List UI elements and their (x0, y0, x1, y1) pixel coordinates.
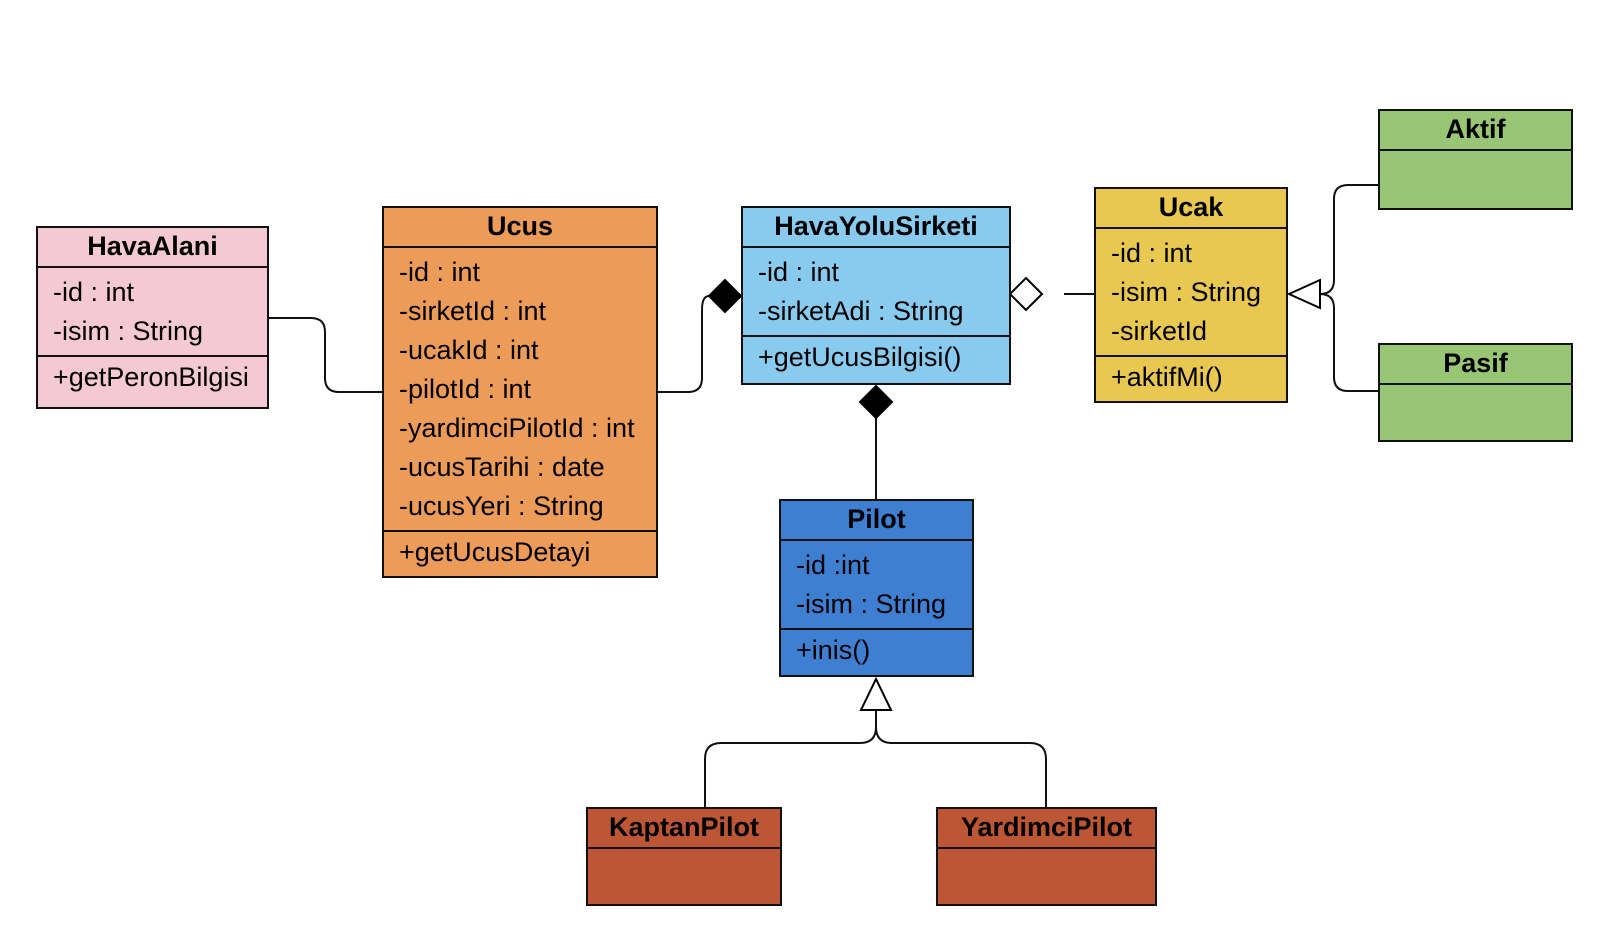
attributes-section: -id :int -isim : String (781, 541, 972, 630)
attribute: -yardimciPilotId : int (399, 413, 635, 443)
ucus-havayolusirketi-composition-diamond (707, 278, 743, 314)
attribute: -ucusTarihi : date (399, 452, 605, 482)
ucus-havayolusirketi-line (656, 295, 710, 393)
attribute: -id : int (758, 257, 840, 287)
method: +inis() (796, 635, 871, 665)
method: +getPeronBilgisi (53, 362, 249, 392)
methods-section: +inis() (781, 630, 972, 670)
class-name: HavaAlani (38, 228, 267, 268)
aktif-ucak-generalization-line (1319, 184, 1380, 295)
class-aktif[interactable]: Aktif (1378, 109, 1573, 210)
attribute: -id : int (53, 277, 135, 307)
attributes-section: -id : int -isim : String -sirketId (1096, 229, 1286, 357)
attribute: -sirketAdi : String (758, 296, 964, 326)
attribute: -isim : String (796, 589, 947, 619)
class-name: Pasif (1380, 345, 1571, 385)
attribute: -id : int (1111, 238, 1193, 268)
yardimcipilot-pilot-generalization-line (875, 710, 1047, 808)
method: +getUcusDetayi (399, 537, 591, 567)
kaptanpilot-pilot-generalization-line (704, 710, 877, 808)
class-name: KaptanPilot (588, 809, 780, 849)
attribute: -sirketId : int (399, 296, 547, 326)
class-name: HavaYoluSirketi (743, 208, 1009, 248)
methods-section: +getUcusDetayi (384, 532, 656, 572)
attribute: -id : int (399, 257, 481, 287)
class-havaalani[interactable]: HavaAlani -id : int -isim : String +getP… (36, 226, 269, 409)
methods-section: +aktifMi() (1096, 357, 1286, 397)
havaalani-ucus-association (268, 317, 384, 393)
attributes-section: -id : int -isim : String (38, 268, 267, 357)
attribute: -ucakId : int (399, 335, 539, 365)
class-havayolusirketi[interactable]: HavaYoluSirketi -id : int -sirketAdi : S… (741, 206, 1011, 385)
pilot-generalization-triangle (859, 676, 893, 711)
class-ucus[interactable]: Ucus -id : int -sirketId : int -ucakId :… (382, 206, 658, 578)
class-name: Aktif (1380, 111, 1571, 151)
class-name: YardimciPilot (938, 809, 1155, 849)
methods-section: +getPeronBilgisi (38, 357, 267, 397)
method: +getUcusBilgisi() (758, 342, 962, 372)
attribute: -isim : String (1111, 277, 1262, 307)
pasif-ucak-generalization-line (1319, 293, 1380, 392)
attribute: -isim : String (53, 316, 204, 346)
methods-section: +getUcusBilgisi() (743, 337, 1009, 377)
method: +aktifMi() (1111, 362, 1223, 392)
attribute: -ucusYeri : String (399, 491, 604, 521)
class-pasif[interactable]: Pasif (1378, 343, 1573, 442)
class-name: Pilot (781, 501, 972, 541)
class-pilot[interactable]: Pilot -id :int -isim : String +inis() (779, 499, 974, 677)
ucak-generalization-triangle (1286, 278, 1321, 310)
class-ucak[interactable]: Ucak -id : int -isim : String -sirketId … (1094, 187, 1288, 403)
attribute: -id :int (796, 550, 870, 580)
pilot-havayolusirketi-composition-diamond (858, 384, 894, 420)
attributes-section: -id : int -sirketId : int -ucakId : int … (384, 248, 656, 532)
class-name: Ucus (384, 208, 656, 248)
class-yardimcipilot[interactable]: YardimciPilot (936, 807, 1157, 906)
attributes-section: -id : int -sirketAdi : String (743, 248, 1009, 337)
class-kaptanpilot[interactable]: KaptanPilot (586, 807, 782, 906)
attribute: -sirketId (1111, 316, 1208, 346)
ucak-havayolusirketi-aggregation-diamond (1008, 276, 1044, 312)
attribute: -pilotId : int (399, 374, 532, 404)
class-name: Ucak (1096, 189, 1286, 229)
